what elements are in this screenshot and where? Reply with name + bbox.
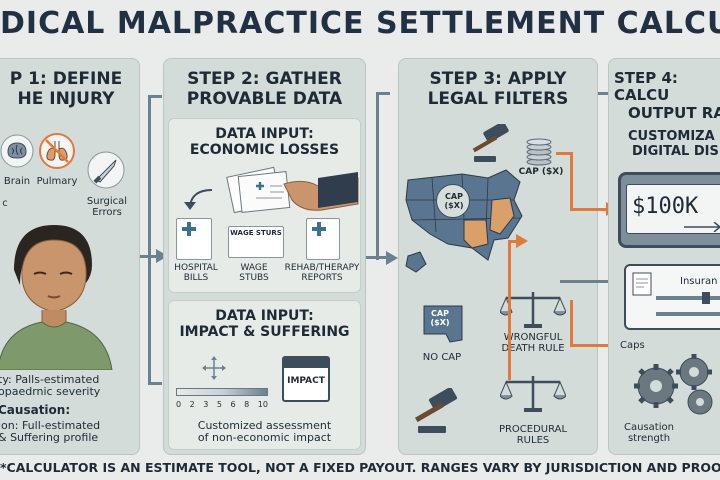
patient-illustration (0, 225, 113, 370)
orange-arrow-to-gears (570, 344, 610, 347)
insurance-slider-knob (702, 292, 710, 304)
no-cap-label: NO CAP (422, 352, 462, 363)
arrow-step2-vertical (376, 92, 379, 260)
pulmonary-label: Pulmary (36, 176, 78, 187)
wrongful-death-label: WRONGFUL DEATH RULE (501, 332, 565, 354)
impact-card-text: IMPACT (287, 376, 325, 386)
scalpel-icon (87, 151, 125, 189)
step4-entry-arrow (598, 92, 610, 95)
display-value: $100K (632, 194, 699, 219)
causation-text: ion: Full-estimated & Suffering profile (0, 419, 101, 445)
slider-arrow-icon (684, 222, 720, 232)
severity-text: ty: Palls-estimated opaedrnic severity (0, 373, 101, 399)
medical-cross-icon (182, 222, 196, 236)
gray-arrow-to-insurance (560, 280, 620, 283)
curved-arrow-icon (184, 189, 213, 210)
step2-heading: STEP 2: GATHER PROVABLE DATA (186, 69, 343, 109)
infographic-title: DICAL MALPRACTICE SETTLEMENT CALCULAT (0, 6, 720, 41)
rehab-report-doc (306, 218, 340, 260)
arrow-step1-vertical (148, 95, 151, 385)
move-arrows-icon (202, 356, 226, 380)
orange-arrow-bottom (570, 208, 610, 211)
insurance-label: Insuran (680, 276, 718, 287)
orange-arrow-top (556, 152, 572, 155)
state-cap-label: CAP ($X) (430, 309, 450, 327)
arrow-head-icon (156, 249, 168, 263)
medical-cross-icon (312, 222, 326, 236)
us-map-illustration (405, 169, 523, 273)
brain-icon (0, 134, 34, 168)
rehab-reports-label: REHAB/THERAPY REPORTS (284, 263, 360, 283)
orange-connector-vertical (508, 240, 511, 380)
coins-icon (526, 138, 552, 166)
lungs-icon (39, 133, 75, 169)
assessment-text: Customized assessment of non-economic im… (197, 419, 332, 445)
insurance-slider-2 (656, 312, 720, 316)
surgical-errors-label: Surgical Errors (86, 196, 128, 218)
procedural-rules-label: PROCEDURAL RULES (498, 424, 568, 446)
impact-calendar-card: IMPACT (282, 356, 330, 402)
scales-of-justice-icon (500, 376, 566, 412)
document-icon (632, 272, 652, 296)
gavel-icon (472, 124, 509, 162)
hand-documents-illustration (226, 166, 359, 214)
causation-title: Causation: (0, 403, 71, 417)
insurance-slider-1 (656, 296, 720, 300)
state-shape-icon (423, 305, 463, 343)
cardiac-partial-label: c (2, 198, 8, 209)
step3-heading: STEP 3: APPLY LEGAL FILTERS (427, 69, 569, 109)
map-cap-badge: CAP ($X) (436, 184, 470, 218)
step1-heading: P 1: DEFINE HE INJURY (9, 69, 123, 109)
causation-strength-label: Causation strength (624, 422, 674, 444)
disclaimer-footer: *CALCULATOR IS AN ESTIMATE TOOL, NOT A F… (0, 460, 720, 475)
wage-stubs-doc (228, 226, 284, 258)
arrow-step2-upper (376, 92, 390, 95)
orange-arrow-to-display (570, 152, 573, 210)
arrow-head-icon (516, 234, 528, 248)
gears-icon (634, 354, 713, 415)
pain-scale-bar (176, 388, 268, 396)
arrow-step2-mid (366, 256, 390, 259)
hospital-bills-label: HOSPITAL BILLS (174, 263, 218, 283)
coins-cap-label: CAP ($X) (518, 167, 564, 177)
wage-doc-text: WAGE STURS (230, 229, 282, 237)
arrow-step1-upper (148, 95, 162, 98)
economic-losses-title: DATA INPUT: ECONOMIC LOSSES (189, 126, 340, 159)
step4-heading: STEP 4: CALCU OUTPUT RA (614, 69, 720, 122)
digital-display-screen (626, 184, 720, 234)
brain-label: Brain (3, 176, 31, 187)
pain-scale-numbers: 0 2 3 5 6 8 10 (176, 400, 268, 409)
impact-suffering-title: DATA INPUT: IMPACT & SUFFERING (179, 308, 350, 341)
arrow-head-icon (386, 251, 398, 265)
gavel-icon (415, 388, 458, 433)
hospital-bills-doc (176, 218, 212, 260)
display-title: CUSTOMIZA DIGITAL DIS (628, 129, 719, 159)
orange-arrow-gears-vertical (570, 300, 573, 346)
wage-stubs-label: WAGE STUBS (239, 263, 269, 283)
arrow-step1-lower (148, 382, 162, 385)
caps-label: Caps (620, 340, 645, 351)
